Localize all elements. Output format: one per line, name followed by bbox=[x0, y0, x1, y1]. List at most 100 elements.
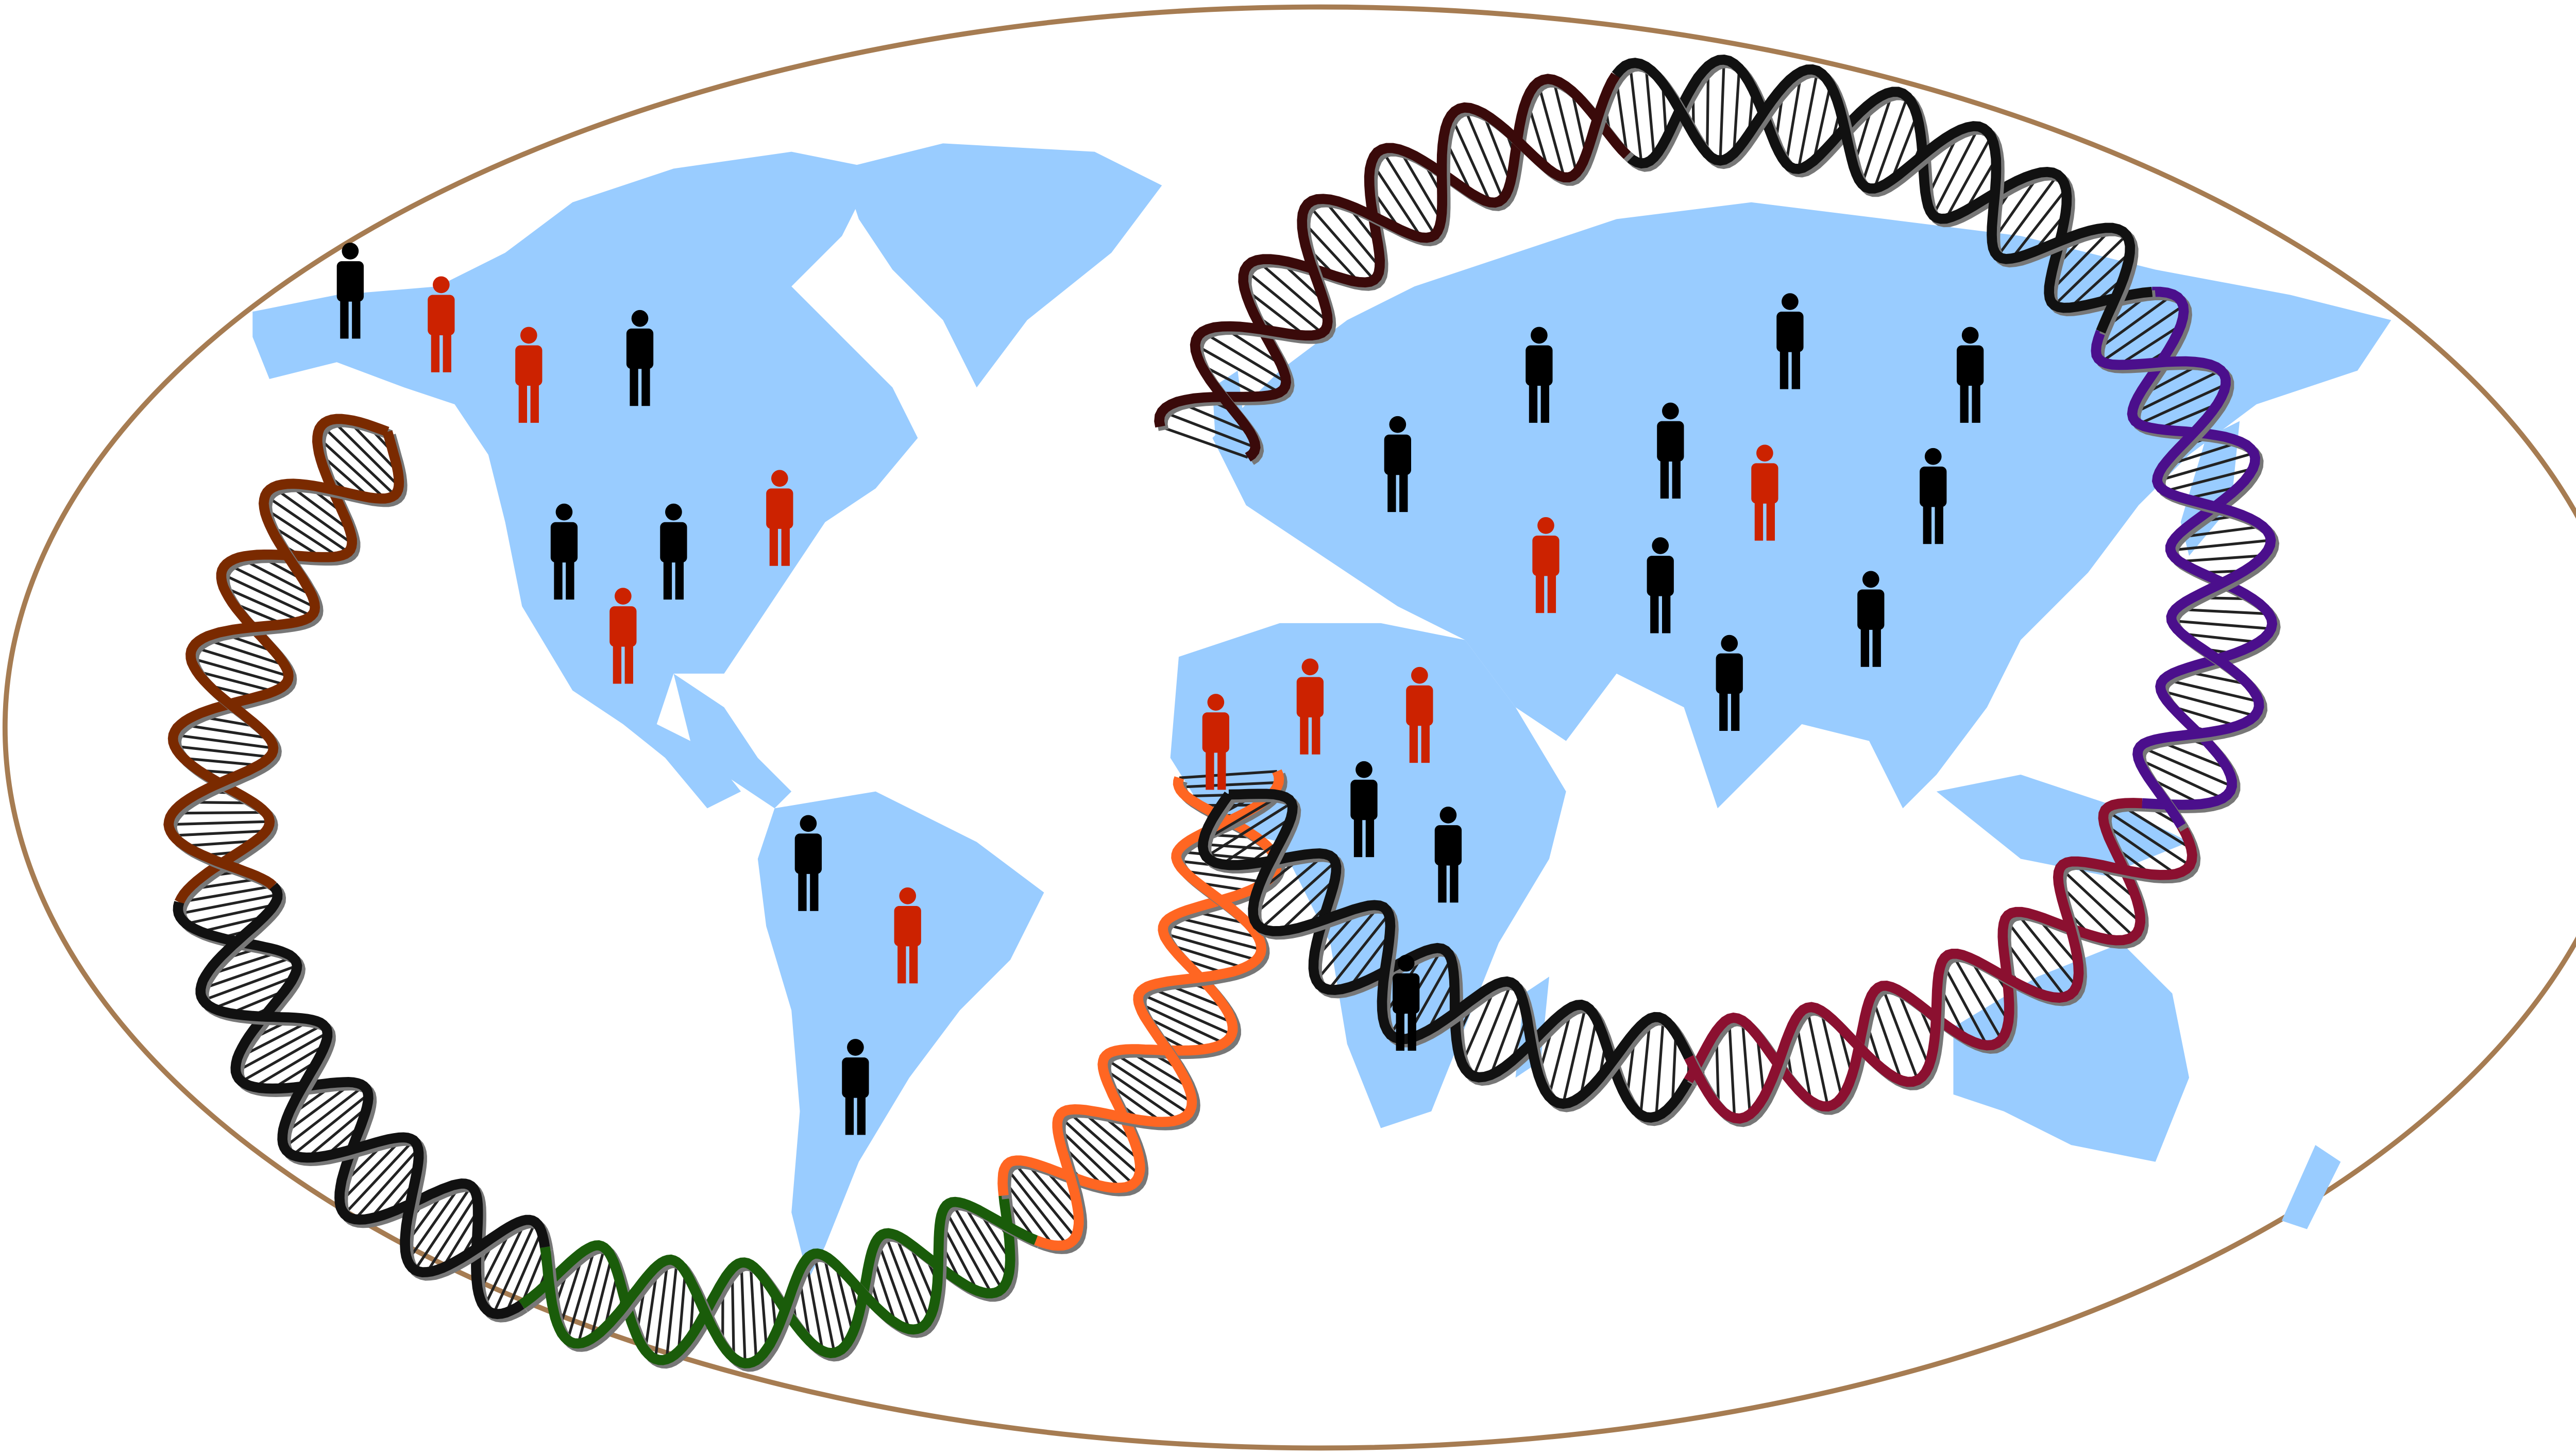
dna-rung bbox=[1111, 1050, 1193, 1104]
oval-frame bbox=[3, 5, 2576, 1450]
dna-rung bbox=[1205, 801, 1293, 858]
dna-strand-shadow bbox=[1037, 773, 1287, 1254]
dna-rung bbox=[1170, 944, 1245, 969]
dna-rung bbox=[876, 1239, 911, 1330]
dna-rung bbox=[566, 1245, 597, 1341]
dna-rung bbox=[1941, 961, 1988, 1046]
person-figure-black bbox=[1657, 402, 1684, 499]
dna-strand bbox=[163, 430, 404, 890]
dna-rung bbox=[749, 1264, 758, 1361]
person-figure-black bbox=[1716, 635, 1743, 731]
dna-rung bbox=[2004, 918, 2066, 998]
person-figure-black bbox=[1776, 293, 1804, 389]
dna-rung bbox=[1004, 1166, 1068, 1246]
dna-strand bbox=[1612, 58, 2136, 334]
dna-rung bbox=[1024, 1160, 1080, 1225]
dna-rung bbox=[2138, 758, 2224, 800]
dna-rung bbox=[2014, 911, 2078, 987]
person-figure-red bbox=[515, 327, 543, 423]
dna-rung bbox=[1184, 869, 1265, 884]
person-figure-black bbox=[842, 1039, 869, 1135]
person-figure-black bbox=[1526, 327, 1553, 423]
dna-rung bbox=[2138, 383, 2227, 425]
dna-rung bbox=[1536, 82, 1566, 178]
dna-rung bbox=[2048, 227, 2114, 294]
dna-rung bbox=[2059, 866, 2134, 937]
person-figure-black bbox=[550, 503, 578, 600]
dna-rung bbox=[677, 1271, 687, 1352]
people-figures bbox=[336, 243, 1984, 1135]
dna-right-loop bbox=[1154, 55, 2281, 1127]
dna-rung bbox=[2131, 369, 2222, 415]
dna-strand bbox=[1190, 72, 1620, 462]
dna-rung bbox=[338, 1136, 405, 1204]
dna-rung bbox=[1221, 817, 1292, 866]
dna-rung bbox=[1056, 1126, 1122, 1189]
dna-rung bbox=[1380, 148, 1436, 236]
south-america bbox=[757, 791, 1044, 1280]
dna-rung bbox=[1896, 989, 1930, 1067]
dna-rung bbox=[1144, 1015, 1210, 1050]
southeast-asia-islands bbox=[1936, 775, 2190, 876]
dna-strand bbox=[2091, 330, 2276, 829]
dna-rung bbox=[823, 1255, 846, 1347]
dna-rung bbox=[1058, 1115, 1134, 1185]
person-figure-black bbox=[794, 815, 822, 911]
person-figure-black bbox=[1393, 954, 1420, 1051]
dna-rung bbox=[441, 1209, 479, 1269]
dna-rung bbox=[884, 1233, 922, 1328]
dna-rung bbox=[1671, 1033, 1677, 1104]
dna-rung bbox=[316, 436, 386, 500]
dna-rung bbox=[813, 1253, 836, 1354]
dna-rung bbox=[2069, 251, 2131, 309]
dna-rung bbox=[1873, 96, 1909, 189]
dna-rung bbox=[1785, 71, 1803, 164]
dna-rung bbox=[483, 1219, 528, 1308]
dna-rung bbox=[1489, 994, 1522, 1075]
dna-left-loop bbox=[163, 414, 1287, 1372]
dna-rung bbox=[577, 1247, 606, 1344]
dna-rung bbox=[1449, 115, 1492, 203]
dna-strand bbox=[1197, 791, 1693, 1123]
dna-rung bbox=[2157, 403, 2218, 431]
dna-rung bbox=[178, 893, 278, 915]
dna-strand bbox=[173, 901, 524, 1320]
dna-strand bbox=[195, 882, 550, 1278]
dna-rung bbox=[2171, 705, 2238, 727]
dna-rung bbox=[2170, 539, 2271, 552]
dna-rung bbox=[520, 1246, 547, 1306]
dna-rung bbox=[1639, 1018, 1652, 1115]
dna-rung bbox=[2100, 304, 2184, 363]
dna-rung bbox=[1256, 259, 1329, 323]
dna-rung bbox=[192, 645, 289, 678]
dna-rung bbox=[1820, 1010, 1843, 1098]
dna-rung bbox=[406, 1183, 463, 1262]
dna-rung bbox=[2171, 619, 2272, 630]
dna-rung bbox=[1163, 932, 1257, 962]
dna-rung bbox=[1655, 1019, 1665, 1117]
dna-rung bbox=[369, 1162, 419, 1220]
dna-rung bbox=[2071, 860, 2142, 923]
dna-rung bbox=[1179, 781, 1279, 789]
dna-helix-loops bbox=[163, 55, 2281, 1372]
dna-rung bbox=[943, 1207, 993, 1294]
dna-rung bbox=[263, 507, 339, 558]
person-figure-red bbox=[428, 276, 455, 372]
dna-rung bbox=[759, 1274, 768, 1350]
dna-strand bbox=[1623, 55, 2153, 313]
dna-rung bbox=[804, 1259, 824, 1351]
dna-rung bbox=[894, 1235, 931, 1320]
person-figure-black bbox=[336, 243, 364, 339]
dna-rung bbox=[2095, 293, 2174, 352]
dna-rung bbox=[2104, 809, 2191, 867]
dna-rung bbox=[2103, 823, 2177, 875]
dna-rung bbox=[331, 418, 400, 487]
dna-rung bbox=[241, 1032, 328, 1083]
dna-rung bbox=[1163, 922, 1262, 951]
dna-rung bbox=[740, 1262, 747, 1364]
person-figure-red bbox=[894, 887, 921, 984]
dna-rung bbox=[1951, 953, 2003, 1040]
greenland bbox=[842, 143, 1162, 388]
dna-rung bbox=[1011, 1160, 1077, 1239]
dna-rung bbox=[253, 1043, 326, 1088]
